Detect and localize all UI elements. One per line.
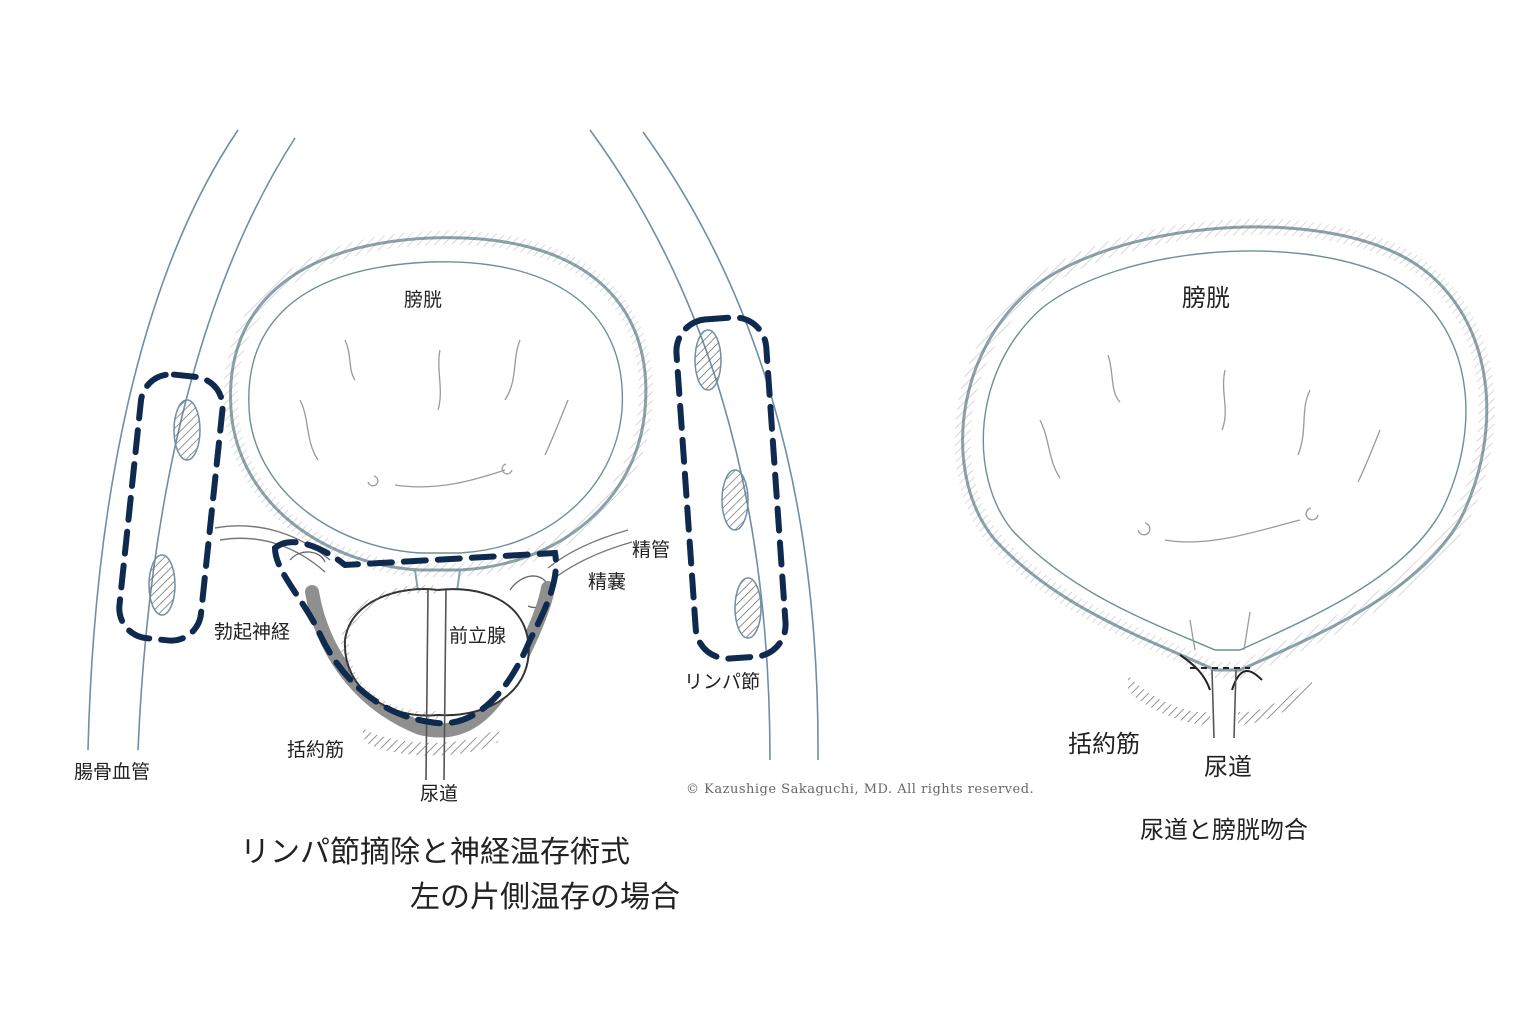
- caption-left-line2: 左の片側温存の場合: [410, 880, 680, 915]
- label-bladder-right: 膀胱: [1182, 284, 1230, 312]
- label-erectile-nerve: 勃起神経: [214, 621, 290, 643]
- caption-right: 尿道と膀胱吻合: [1140, 816, 1308, 844]
- caption-left-line1: リンパ節摘除と神経温存術式: [240, 835, 630, 870]
- label-prostate: 前立腺: [449, 625, 506, 647]
- lymph-node-group: [148, 329, 762, 639]
- label-vas-deferens: 精管: [632, 539, 670, 561]
- label-seminal-vesicle: 精嚢: [588, 571, 626, 593]
- label-lymph-node: リンパ節: [684, 671, 760, 693]
- label-urethra: 尿道: [420, 783, 458, 805]
- bladder-left: [223, 230, 653, 641]
- label-sphincter: 括約筋: [287, 739, 344, 761]
- sphincter-left: [362, 726, 500, 756]
- erectile-nerve-band: [305, 581, 555, 738]
- label-sphincter-right: 括約筋: [1068, 730, 1140, 758]
- dissection-boundaries: [116, 314, 789, 727]
- urethra-right: [1211, 669, 1237, 739]
- sphincter-right: [1128, 675, 1312, 725]
- copyright-notice: © Kazushige Sakaguchi, MD. All rights re…: [686, 782, 1034, 797]
- label-bladder: 膀胱: [404, 289, 442, 311]
- label-urethra-right: 尿道: [1204, 753, 1252, 781]
- anastomosis-sutures: [1179, 654, 1263, 691]
- lymph-node-region-right: [673, 314, 789, 662]
- prostate-resection-boundary: [271, 539, 559, 727]
- label-iliac-vessel: 腸骨血管: [74, 761, 150, 783]
- lymph-node-region-left: [116, 371, 226, 644]
- bladder-right: [954, 218, 1495, 678]
